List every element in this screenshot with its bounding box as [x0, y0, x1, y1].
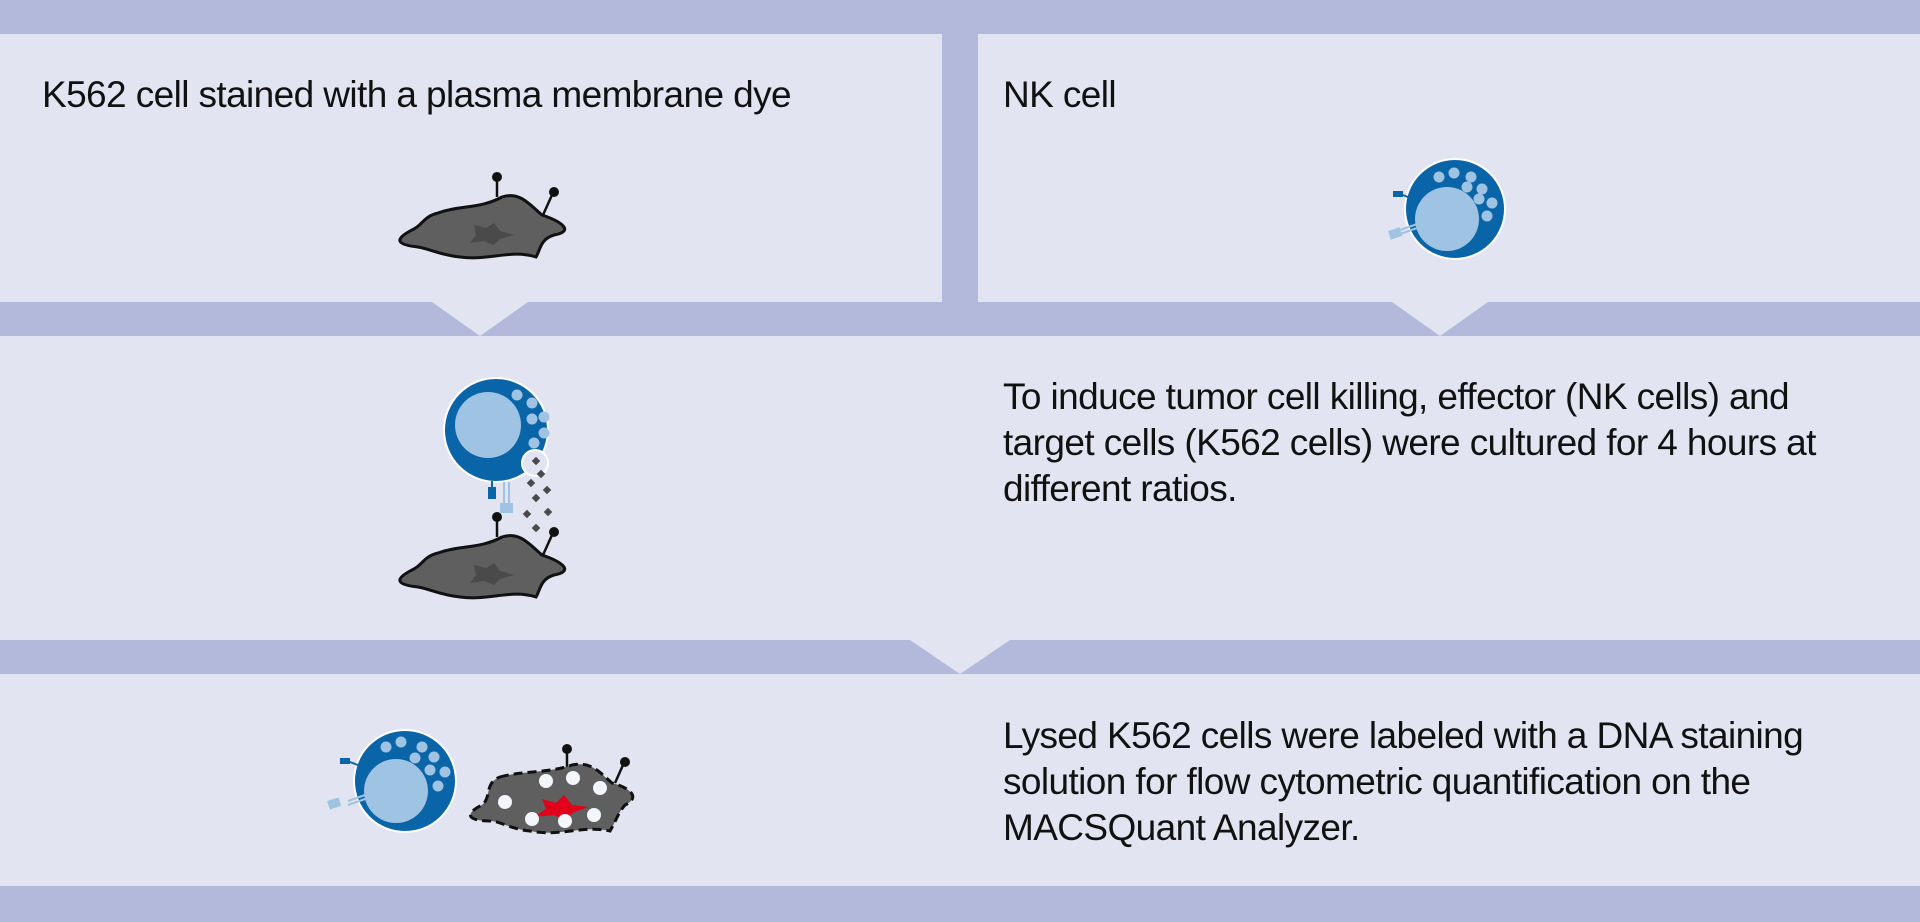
k562-cell-title: K562 cell stained with a plasma membrane… [42, 74, 792, 115]
divider-band-1 [0, 302, 1920, 336]
lysis-line-2: solution for flow cytometric quantificat… [1003, 761, 1751, 802]
coculture-line-2: target cells (K562 cells) were cultured … [1003, 422, 1816, 463]
k562-cell-icon [398, 172, 567, 260]
lysis-description: Lysed K562 cells were labeled with a DNA… [1003, 713, 1804, 851]
nk-cell-title: NK cell [1003, 74, 1117, 115]
lysis-line-3: MACSQuant Analyzer. [1003, 807, 1360, 848]
top-band [0, 0, 1920, 34]
nk-cell-icon [1388, 158, 1506, 260]
coculture-description: To induce tumor cell killing, effector (… [1003, 374, 1816, 512]
lysis-line-1: Lysed K562 cells were labeled with a DNA… [1003, 715, 1804, 756]
coculture-line-1: To induce tumor cell killing, effector (… [1003, 376, 1790, 417]
coculture-line-3: different ratios. [1003, 468, 1237, 509]
bottom-band [0, 886, 1920, 922]
vertical-divider [942, 34, 978, 302]
nk-and-lysed-k562-icon [327, 729, 635, 835]
nk-attacking-k562-icon [398, 377, 567, 600]
